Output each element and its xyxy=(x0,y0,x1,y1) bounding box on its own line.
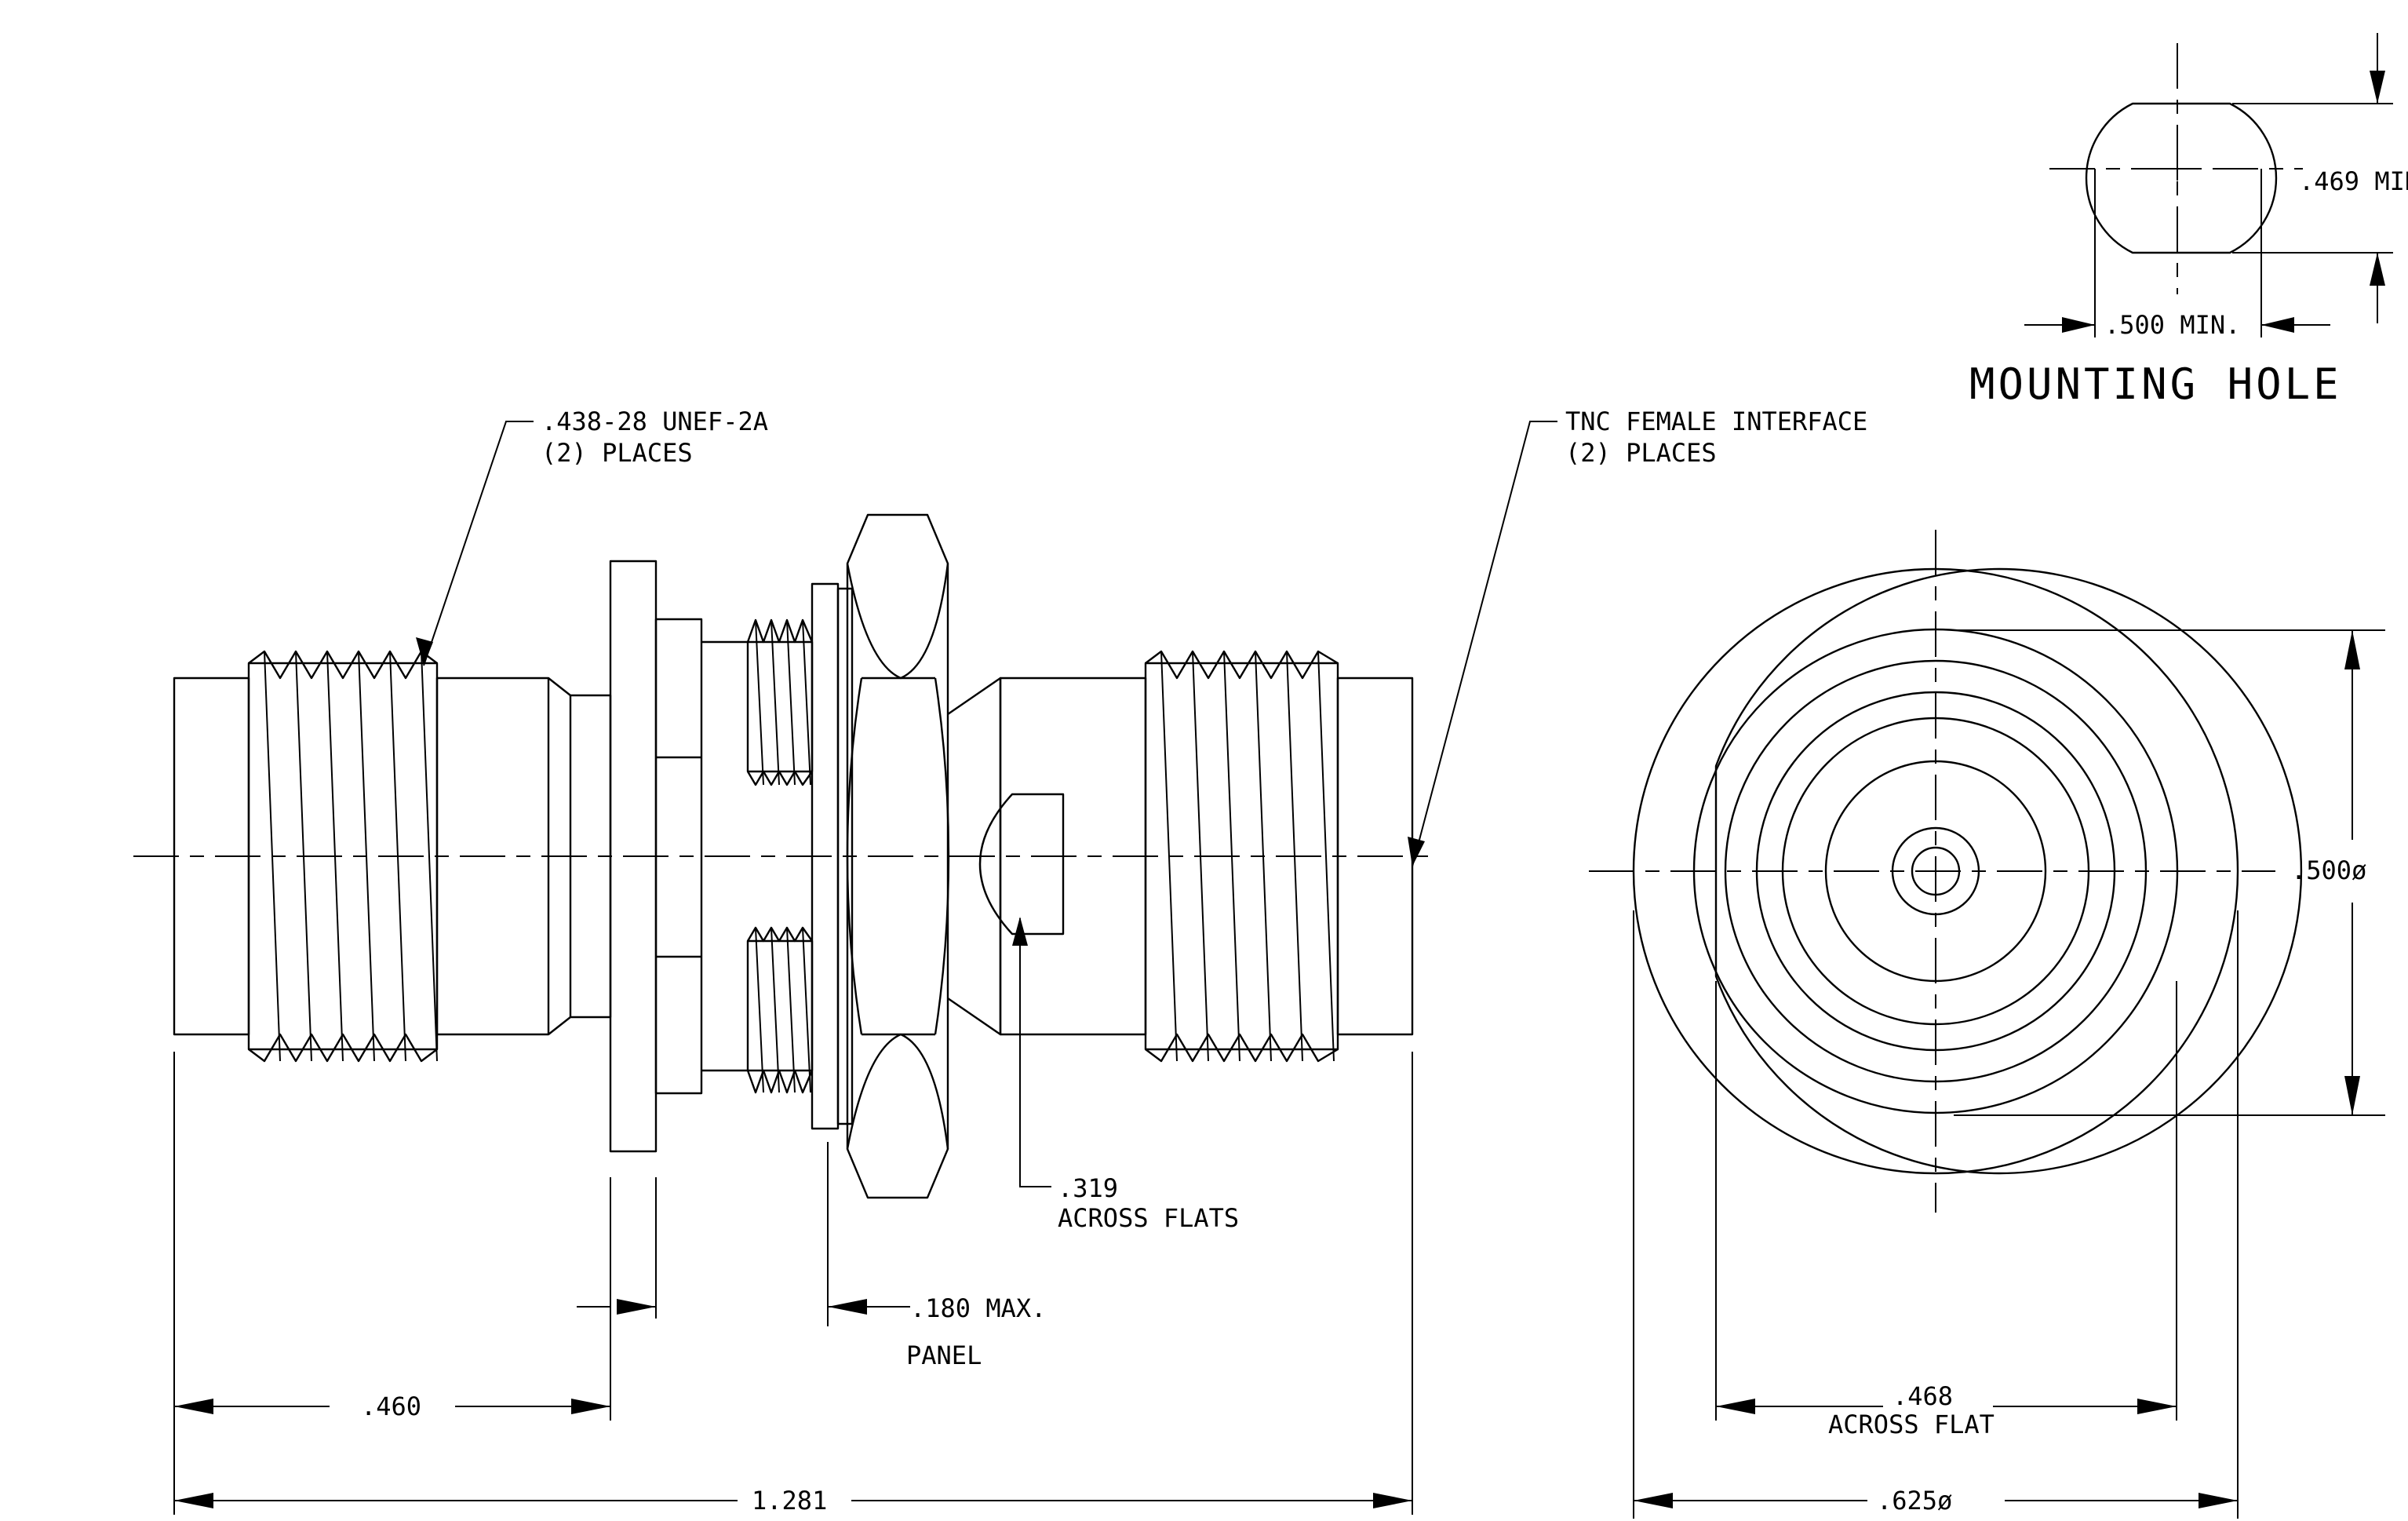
across-flats-label: ACROSS FLATS xyxy=(1058,1203,1239,1233)
right-thread-crests-top xyxy=(1145,650,1339,680)
outer-flange-circle xyxy=(1714,567,2303,1175)
thread-callout-line1: .438-28 UNEF-2A xyxy=(541,407,768,436)
end-extension-lines xyxy=(1633,629,2385,1519)
dim-1281: 1.281 xyxy=(752,1486,827,1516)
interface-callout-line1: TNC FEMALE INTERFACE xyxy=(1565,407,1867,436)
panel-max-dim: .180 MAX. xyxy=(910,1293,1046,1323)
hole-extension-lines xyxy=(2094,103,2393,337)
interface-leader xyxy=(1412,421,1557,867)
right-thread-helix xyxy=(1160,651,1335,1062)
mounting-hole-width: .500 MIN. xyxy=(2104,310,2240,340)
annotations: .438-28 UNEF-2A (2) PLACES TNC FEMALE IN… xyxy=(361,166,2408,1516)
thread-circle xyxy=(1692,628,2179,1114)
mounting-hole-title: MOUNTING HOLE xyxy=(1969,359,2342,409)
thread-callout-line2: (2) PLACES xyxy=(541,438,693,468)
panel-thread-top xyxy=(746,618,814,786)
left-neck xyxy=(435,677,550,1036)
thread-leader xyxy=(423,421,534,666)
left-thread-helix xyxy=(264,651,438,1062)
center-contact-outer xyxy=(1891,826,1980,916)
interface-callout-line2: (2) PLACES xyxy=(1565,438,1717,468)
mounting-hole-height: .469 MIN. xyxy=(2299,166,2408,196)
panel-thread-bottom xyxy=(746,926,814,1094)
across-flats-value: .319 xyxy=(1058,1173,1118,1203)
center-contact xyxy=(1911,846,1961,896)
left-thread-crests-bottom xyxy=(248,1033,438,1063)
dim-625-dia: .625ø xyxy=(1877,1486,1952,1516)
flats-leader xyxy=(1019,918,1051,1187)
dim-500-dia: .500ø xyxy=(2291,855,2366,885)
right-thread-crests-bottom xyxy=(1145,1033,1339,1063)
d-hole-outline xyxy=(2085,102,2278,254)
hex-nut xyxy=(846,513,949,1199)
end-view xyxy=(1589,530,2385,1519)
side-view xyxy=(133,421,1557,1515)
panel-label: PANEL xyxy=(906,1340,982,1370)
left-thread-crests-top xyxy=(248,650,438,680)
wrench-flat xyxy=(978,793,1065,936)
side-extension-lines xyxy=(173,1052,1413,1515)
flange-step xyxy=(654,618,703,1095)
dim-468: .468 xyxy=(1893,1381,1953,1411)
mounting-hole-view xyxy=(2024,33,2393,337)
dim-468-label: ACROSS FLAT xyxy=(1828,1410,1995,1439)
dim-460: .460 xyxy=(361,1392,421,1421)
